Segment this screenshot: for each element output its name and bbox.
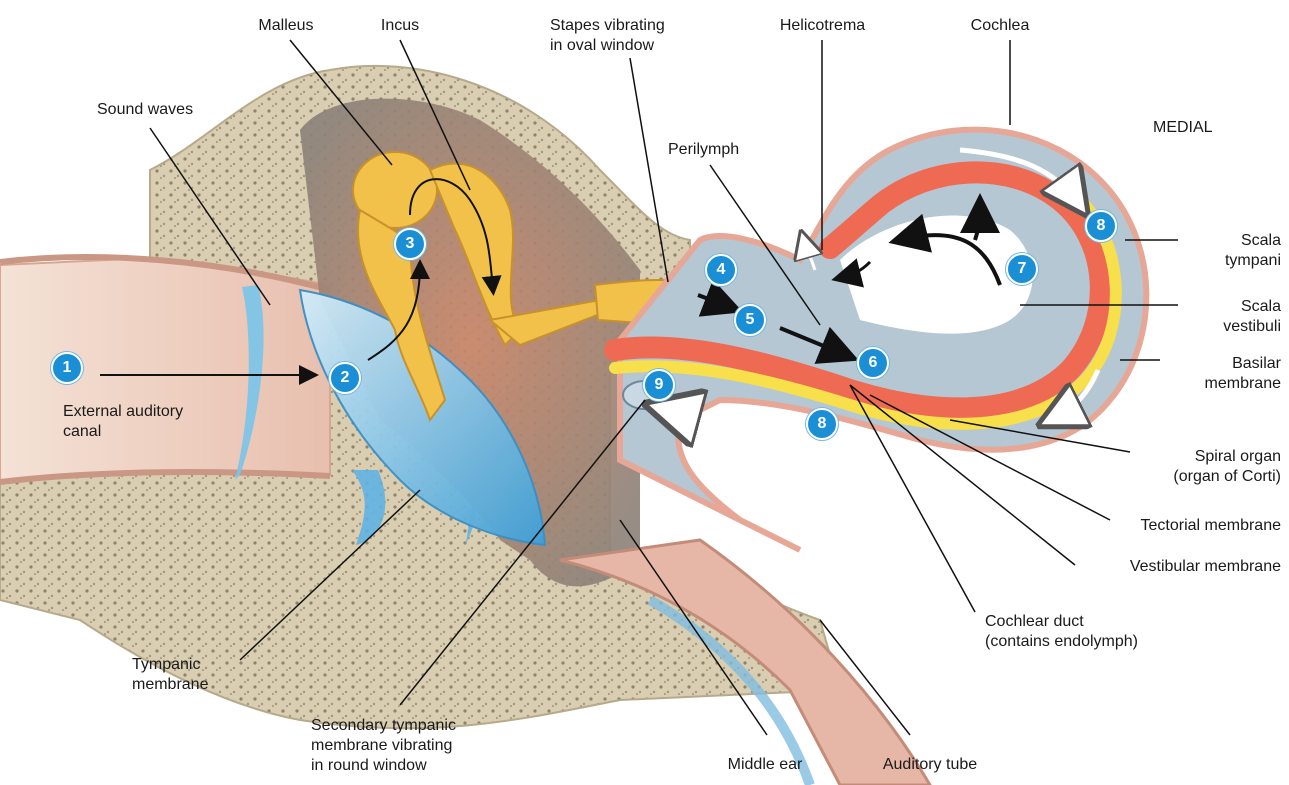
step-badge-3: 3 — [394, 228, 426, 260]
step-badge-1: 1 — [51, 352, 83, 384]
step-badge-8-upper: 8 — [1085, 210, 1117, 242]
label-auditory-tube: Auditory tube — [860, 755, 1000, 775]
step-badge-7: 7 — [1006, 253, 1038, 285]
label-middle-ear: Middle ear — [705, 755, 825, 775]
label-scala-tympani: Scala tympani — [1181, 231, 1281, 271]
label-medial: MEDIAL — [1153, 118, 1243, 138]
label-scala-vestibuli: Scala vestibuli — [1181, 297, 1281, 337]
label-helicotrema: Helicotrema — [760, 16, 885, 36]
step-badge-5: 5 — [734, 304, 766, 336]
label-incus: Incus — [365, 16, 435, 36]
step-badge-9: 9 — [643, 369, 675, 401]
label-tectorial-membrane: Tectorial membrane — [1101, 516, 1281, 536]
step-badge-2: 2 — [329, 362, 361, 394]
label-secondary-tympanic: Secondary tympanic membrane vibrating in… — [311, 716, 511, 776]
label-sound-waves: Sound waves — [97, 100, 237, 120]
label-spiral-organ: Spiral organ (organ of Corti) — [1131, 447, 1281, 487]
label-stapes: Stapes vibrating in oval window — [550, 16, 720, 56]
white-arrow-bottom — [660, 408, 815, 450]
label-external-canal: External auditory canal — [63, 402, 243, 442]
external-canal — [0, 258, 330, 480]
label-basilar-membrane: Basilar membrane — [1161, 354, 1281, 394]
step-badge-4: 4 — [705, 254, 737, 286]
label-cochlear-duct: Cochlear duct (contains endolymph) — [985, 612, 1205, 652]
label-malleus: Malleus — [246, 16, 326, 36]
step-badge-6: 6 — [857, 347, 889, 379]
label-perilymph: Perilymph — [668, 140, 768, 160]
label-vestibular-membrane: Vestibular membrane — [1071, 557, 1281, 577]
label-tympanic-membrane: Tympanic membrane — [132, 655, 252, 695]
label-cochlea: Cochlea — [955, 16, 1045, 36]
step-badge-8-lower: 8 — [806, 408, 838, 440]
